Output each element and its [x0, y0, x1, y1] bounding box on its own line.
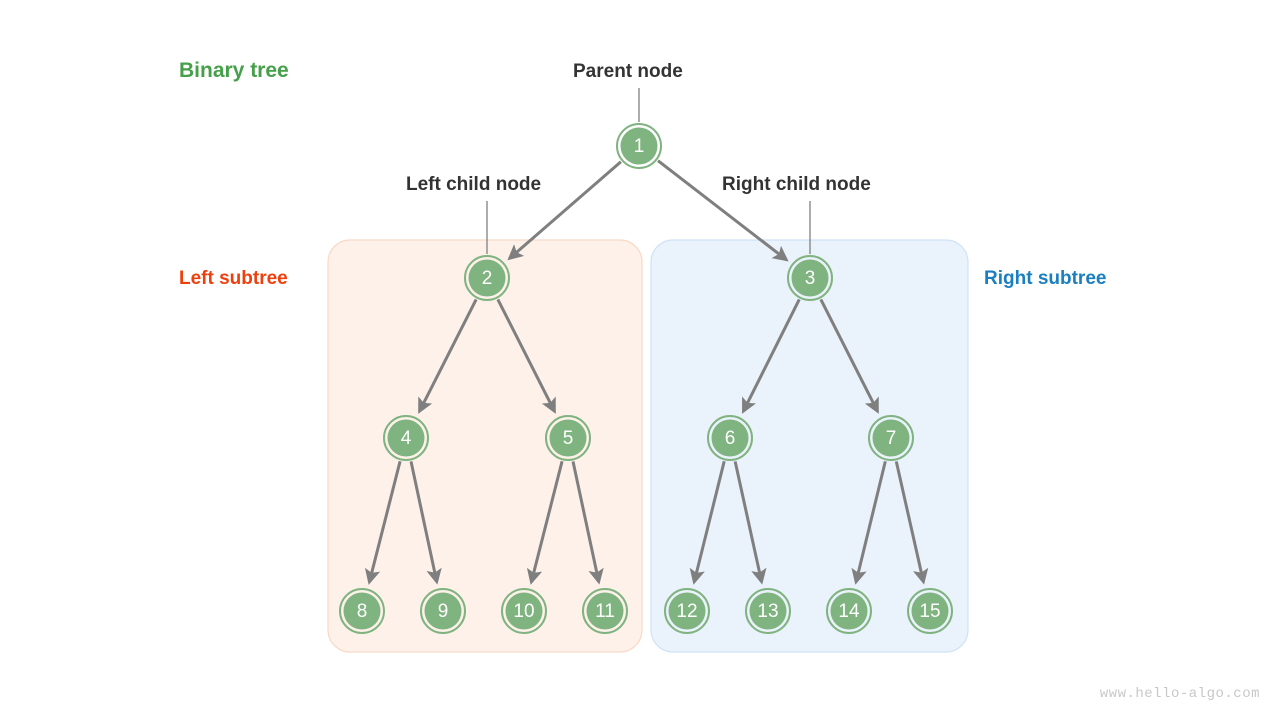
node-ring: [664, 588, 710, 634]
page-title: Binary tree: [179, 59, 289, 82]
node-value: 4: [401, 428, 412, 449]
node-ring: [582, 588, 628, 634]
tree-edge-2-to-4: [418, 298, 478, 414]
node-ring: [745, 588, 791, 634]
tree-edge-1-to-2: [507, 160, 622, 261]
node-value: 12: [676, 601, 697, 622]
node-value: 2: [482, 268, 493, 289]
tree-node-6[interactable]: 6: [707, 415, 753, 461]
tree-node-7[interactable]: 7: [868, 415, 914, 461]
node-disc: [468, 259, 506, 297]
tree-edge-6-to-12: [689, 460, 726, 585]
node-value: 10: [513, 601, 534, 622]
node-value: 13: [757, 601, 778, 622]
node-ring: [616, 123, 662, 169]
node-ring: [907, 588, 953, 634]
node-value: 11: [595, 601, 615, 622]
node-ring: [707, 415, 753, 461]
tree-node-3[interactable]: 3: [787, 255, 833, 301]
tree-node-13[interactable]: 13: [745, 588, 791, 634]
node-value: 8: [357, 601, 368, 622]
tree-node-9[interactable]: 9: [420, 588, 466, 634]
node-value: 9: [438, 601, 449, 622]
label-left-subtree: Left subtree: [179, 268, 288, 289]
tree-node-1[interactable]: 1: [616, 123, 662, 169]
node-value: 5: [563, 428, 574, 449]
annotation-parent-node: Parent node: [573, 61, 683, 82]
tree-edge-1-to-3: [657, 159, 789, 262]
node-disc: [911, 592, 949, 630]
node-ring: [464, 255, 510, 301]
node-disc: [505, 592, 543, 630]
subtree-box-left-subtree: [327, 239, 643, 653]
annotation-right-child-node: Right child node: [722, 174, 871, 195]
tree-node-15[interactable]: 15: [907, 588, 953, 634]
node-ring: [383, 415, 429, 461]
tree-node-4[interactable]: 4: [383, 415, 429, 461]
node-disc: [711, 419, 749, 457]
tree-node-12[interactable]: 12: [664, 588, 710, 634]
node-value: 1: [634, 136, 645, 157]
tree-edge-5-to-11: [571, 461, 604, 585]
node-ring: [787, 255, 833, 301]
tree-edge-2-to-5: [496, 298, 556, 414]
tree-edge-3-to-7: [819, 298, 879, 414]
node-disc: [343, 592, 381, 630]
tree-edge-7-to-15: [894, 461, 929, 585]
tree-edge-4-to-8: [364, 460, 402, 585]
tree-node-8[interactable]: 8: [339, 588, 385, 634]
node-disc: [872, 419, 910, 457]
subtree-boxes: [327, 239, 969, 653]
annotation-left-child-node: Left child node: [406, 174, 542, 195]
tree-edge-3-to-6: [742, 298, 801, 414]
node-disc: [387, 419, 425, 457]
annotation-leader-lines: [486, 88, 811, 254]
node-disc: [620, 127, 658, 165]
node-disc: [424, 592, 462, 630]
node-ring: [501, 588, 547, 634]
node-ring: [545, 415, 591, 461]
node-ring: [420, 588, 466, 634]
tree-edge-4-to-9: [409, 461, 442, 585]
node-disc: [668, 592, 706, 630]
node-disc: [586, 592, 624, 630]
node-disc: [749, 592, 787, 630]
node-ring: [339, 588, 385, 634]
tree-node-2[interactable]: 2: [464, 255, 510, 301]
node-value: 3: [805, 268, 816, 289]
tree-edges: [364, 159, 929, 585]
node-value: 15: [919, 601, 940, 622]
tree-node-11[interactable]: 11: [582, 588, 628, 634]
node-ring: [826, 588, 872, 634]
node-disc: [830, 592, 868, 630]
node-value: 6: [725, 428, 736, 449]
node-value: 14: [838, 601, 860, 622]
label-right-subtree: Right subtree: [984, 268, 1107, 289]
node-ring: [868, 415, 914, 461]
tree-node-14[interactable]: 14: [826, 588, 872, 634]
tree-node-5[interactable]: 5: [545, 415, 591, 461]
node-value: 7: [886, 428, 897, 449]
tree-edge-6-to-13: [733, 461, 767, 585]
node-disc: [549, 419, 587, 457]
tree-edge-5-to-10: [526, 460, 564, 585]
tree-edge-7-to-14: [851, 460, 887, 585]
node-disc: [791, 259, 829, 297]
watermark: www.hello-algo.com: [1099, 686, 1260, 702]
tree-node-10[interactable]: 10: [501, 588, 547, 634]
